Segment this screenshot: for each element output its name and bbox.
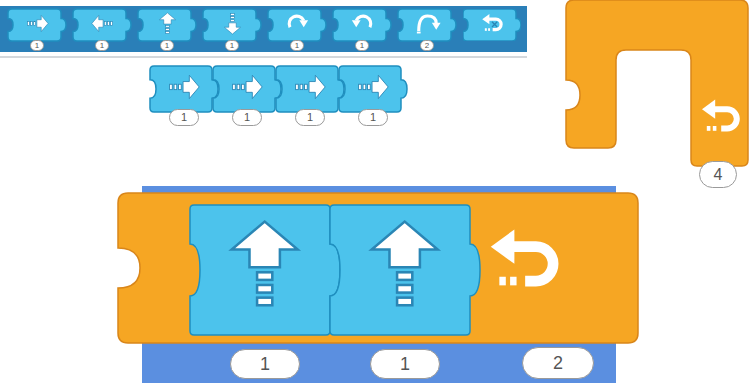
motion-block: 1 [330,205,480,379]
motion-block: 1 [276,66,344,126]
number-field: 2 [420,40,434,51]
block-icon [90,11,115,36]
block-number: 1 [35,40,39,51]
motion-block: 1 [333,9,391,51]
number-field: 1 [95,40,109,51]
motion-block: 1 [73,9,131,51]
block-number: 2 [553,347,563,379]
motion-block: 1 [203,9,261,51]
repeat-block: 2 1 1 [118,193,638,383]
number-field: 1 [225,40,239,51]
block-number: 1 [400,349,410,379]
block-icon [354,214,455,315]
block-number: 1 [260,349,270,379]
number-field: 1 [355,40,369,51]
block-icon [292,69,328,105]
number-field: 1 [370,349,440,379]
motion-block: 1 [190,205,340,379]
number-field: 1 [232,109,262,126]
motion-block: 1 [8,9,66,51]
block-icon [350,11,375,36]
reset-icon [479,12,505,38]
motion-block: 1 [213,66,281,126]
block-icon [25,11,50,36]
block-number: 1 [230,40,234,51]
number-field: 1 [290,40,304,51]
block-number: 1 [165,40,169,51]
number-field: 1 [295,109,325,126]
palette-bar [0,6,527,52]
block-icon [214,214,315,315]
motion-block: 1 [268,9,326,51]
block-number: 1 [370,109,376,126]
block-number: 1 [181,109,187,126]
block-shape [268,9,326,41]
motion-block: 1 [339,66,407,126]
block-number: 1 [360,40,364,51]
block-shape [333,9,391,41]
block-icon [415,11,440,36]
block-icon [285,11,310,36]
block-icon [166,69,202,105]
number-field: 1 [160,40,174,51]
block-number: 1 [307,109,313,126]
block-number: 4 [714,161,723,188]
block-number: 1 [244,109,250,126]
number-field: 1 [358,109,388,126]
number-field: 2 [522,347,594,379]
block-icon [355,69,391,105]
reset-block [463,9,521,41]
number-field: 1 [230,349,300,379]
repeat-block: 4 [566,0,748,192]
motion-block: 1 [150,66,218,126]
motion-block: 2 [398,9,456,51]
repeat-icon [480,223,566,309]
number-field: 4 [699,161,737,188]
block-shape [398,9,456,41]
number-field: 1 [169,109,199,126]
motion-block: 1 [138,9,196,51]
block-number: 1 [100,40,104,51]
block-icon [220,11,245,36]
separator-line [0,56,527,58]
block-number: 2 [425,40,429,51]
repeat-icon [696,96,744,144]
block-icon [155,11,180,36]
number-field: 1 [30,40,44,51]
block-number: 1 [295,40,299,51]
block-icon [229,69,265,105]
